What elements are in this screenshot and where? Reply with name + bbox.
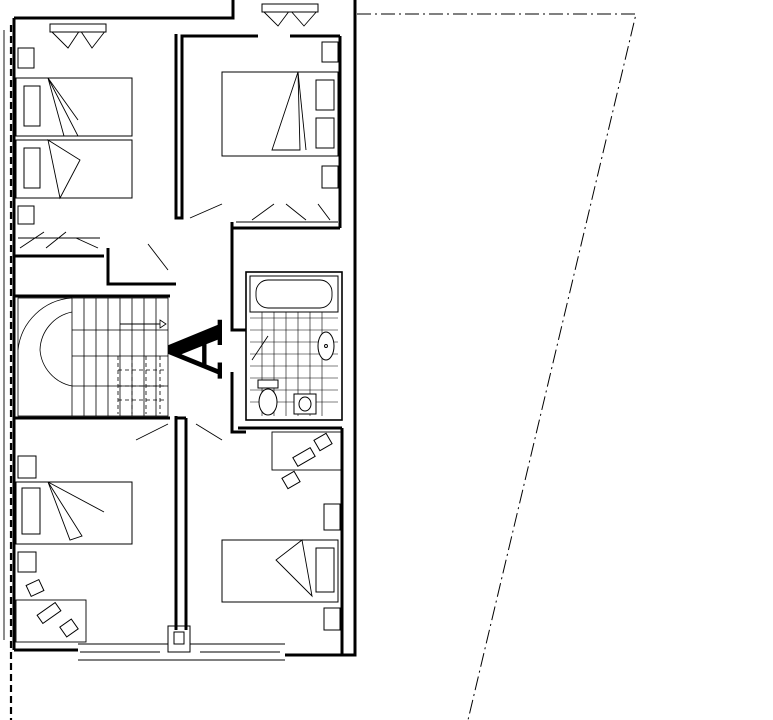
bedroom-bottom-right [221,431,343,631]
windows-top [49,3,319,49]
exterior-walls [12,0,357,661]
bedroom-top-right [189,41,339,223]
party-wall [3,25,13,720]
bedroom-bottom-left [15,455,133,643]
stair [17,243,223,441]
bathroom [249,275,339,416]
section-marker: A [154,320,240,378]
interior-walls [14,34,344,655]
plot-boundary [357,13,637,720]
bedroom-top-left [15,47,133,249]
